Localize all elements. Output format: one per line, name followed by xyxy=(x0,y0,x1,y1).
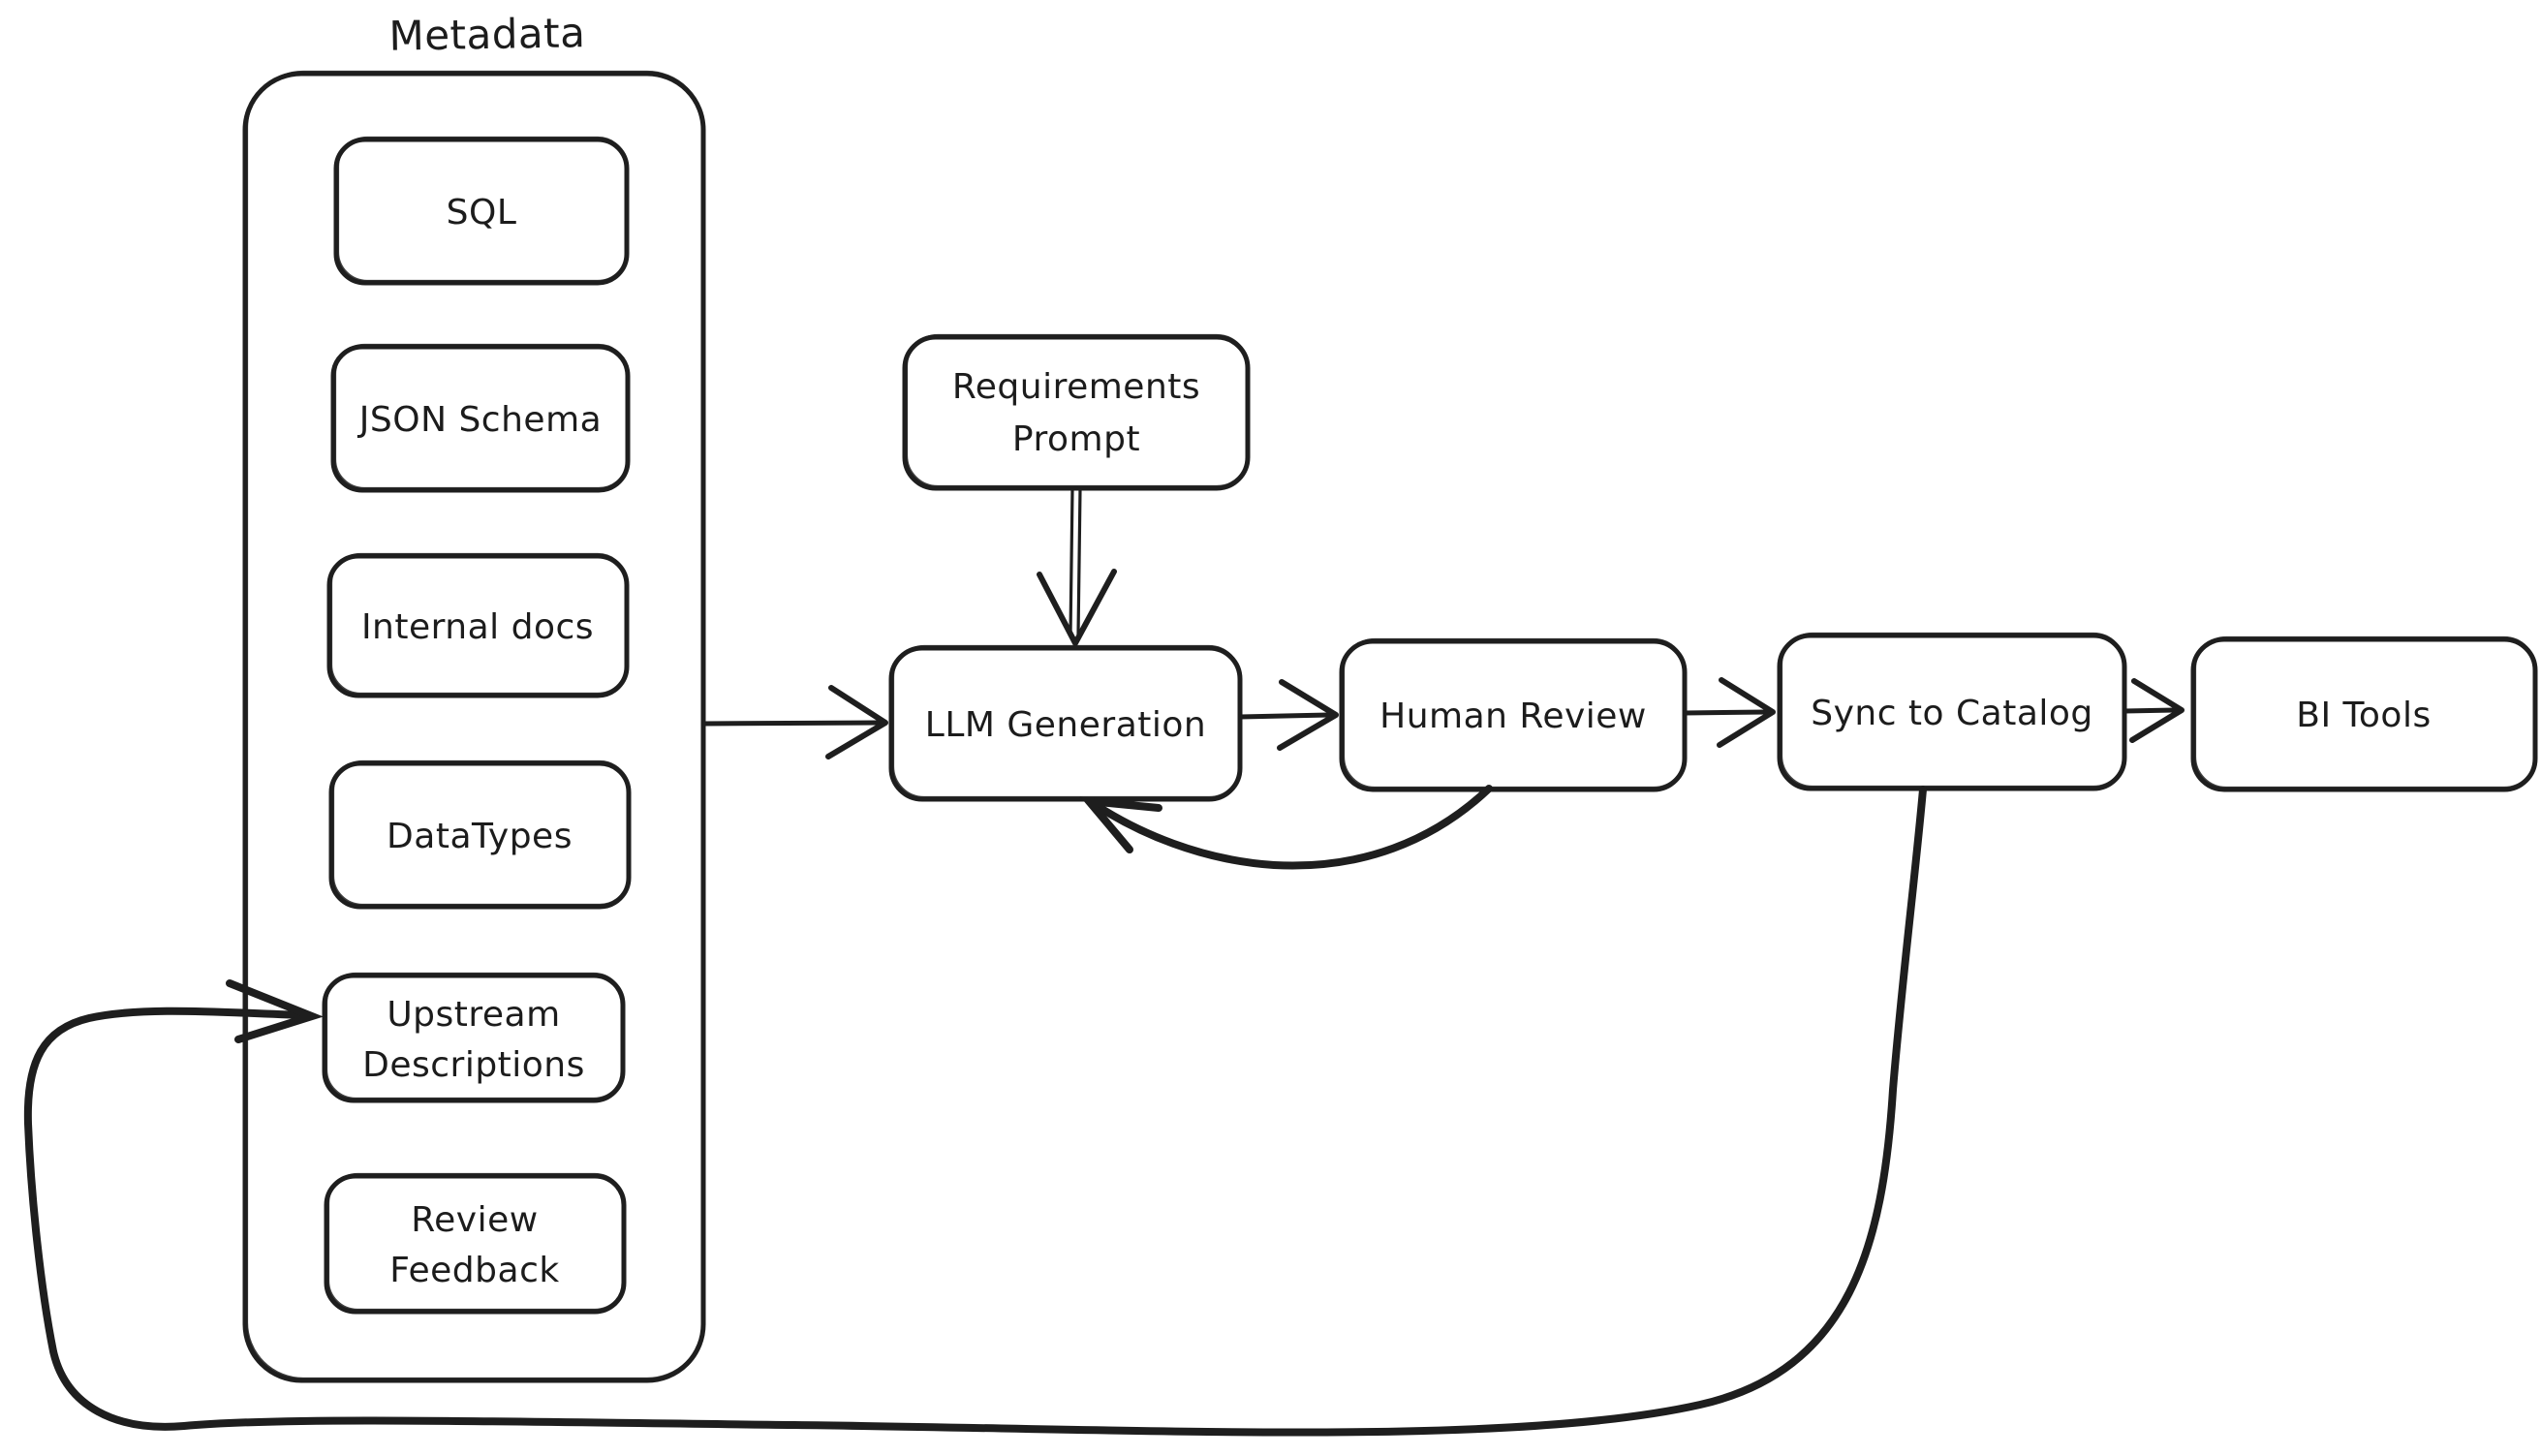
node-sql-label: SQL xyxy=(447,193,517,232)
edge-loop-curve xyxy=(23,786,1927,1437)
edge-sync-to-catalog-feedback-to-upstream-descriptions xyxy=(23,786,1927,1437)
edge-llm-human-shaft xyxy=(1237,712,1332,720)
arrowhead-right-icon-2 xyxy=(1277,679,1339,751)
arrowhead-upleft-icon xyxy=(1079,796,1162,853)
edge-sync-to-catalog-to-bi-tools xyxy=(2122,678,2185,743)
node-requirements-prompt-box-echo xyxy=(905,333,1250,488)
edge-human-review-feedback-to-llm-generation xyxy=(1079,785,1493,870)
node-bi-tools: BI Tools xyxy=(2190,635,2538,792)
node-human-review: Human Review xyxy=(1339,637,1688,792)
node-review-feedback-box xyxy=(324,1173,627,1315)
edge-metadata-llm-shaft xyxy=(700,720,883,727)
node-requirements-prompt-label-line2: Prompt xyxy=(1012,419,1140,459)
edge-human-review-to-sync-to-catalog xyxy=(1682,677,1776,748)
node-llm-generation-box-echo xyxy=(891,644,1242,799)
arrowhead-right-icon-3 xyxy=(1717,677,1776,748)
node-json-schema-label: JSON Schema xyxy=(357,400,602,440)
node-bi-tools-label: BI Tools xyxy=(2296,696,2431,735)
node-datatypes-box-echo xyxy=(331,759,631,907)
node-internal-docs-box-echo xyxy=(329,552,629,696)
node-bi-tools-box-echo xyxy=(2193,635,2537,790)
node-upstream-descriptions-label-line1: Upstream xyxy=(387,995,560,1035)
node-sql: SQL xyxy=(333,136,630,286)
node-review-feedback-label-line2: Feedback xyxy=(389,1251,559,1290)
node-json-schema-box-echo xyxy=(333,343,630,490)
node-requirements-prompt-label-line1: Requirements xyxy=(952,367,1200,407)
arrowhead-down-icon xyxy=(1037,569,1117,646)
node-review-feedback-box-echo xyxy=(326,1172,626,1312)
node-sync-to-catalog-label: Sync to Catalog xyxy=(1811,694,2093,733)
node-upstream-descriptions-label-line2: Descriptions xyxy=(362,1045,585,1085)
node-human-review-label: Human Review xyxy=(1379,697,1647,736)
node-requirements-prompt: Requirements Prompt xyxy=(902,333,1251,491)
arrowhead-right-icon-4 xyxy=(2129,678,2185,743)
node-internal-docs: Internal docs xyxy=(326,552,630,698)
metadata-group: Metadata SQL JSON Schema Internal docs D… xyxy=(242,9,706,1383)
arrowhead-right-icon-1 xyxy=(825,685,888,759)
edge-human-sync-shaft xyxy=(1682,709,1769,716)
node-internal-docs-label: Internal docs xyxy=(361,607,594,647)
node-sql-box-echo xyxy=(336,136,629,283)
node-upstream-descriptions-box-echo xyxy=(325,972,625,1100)
node-json-schema: JSON Schema xyxy=(330,343,631,493)
node-requirements-prompt-box xyxy=(902,334,1251,491)
node-llm-generation: LLM Generation xyxy=(888,644,1243,802)
edge-sync-bi-shaft xyxy=(2122,707,2178,714)
metadata-group-title: Metadata xyxy=(388,9,586,60)
node-datatypes-label: DataTypes xyxy=(387,817,573,856)
node-datatypes: DataTypes xyxy=(328,759,632,910)
edge-metadata-to-llm-generation xyxy=(700,685,888,759)
edge-requirements-shaft-2 xyxy=(1076,487,1082,637)
node-upstream-descriptions: Upstream Descriptions xyxy=(322,972,626,1103)
arrowhead-right-icon-5 xyxy=(226,979,324,1043)
node-sync-to-catalog: Sync to Catalog xyxy=(1777,632,2127,791)
edge-requirements-shaft-1 xyxy=(1069,487,1074,637)
edge-llm-generation-to-human-review xyxy=(1237,679,1339,751)
edge-feedback-curve xyxy=(1089,785,1493,870)
edge-requirements-prompt-to-llm-generation xyxy=(1037,487,1117,646)
node-review-feedback-label-line1: Review xyxy=(411,1200,538,1240)
node-llm-generation-label: LLM Generation xyxy=(925,705,1206,745)
node-review-feedback: Review Feedback xyxy=(324,1172,627,1315)
